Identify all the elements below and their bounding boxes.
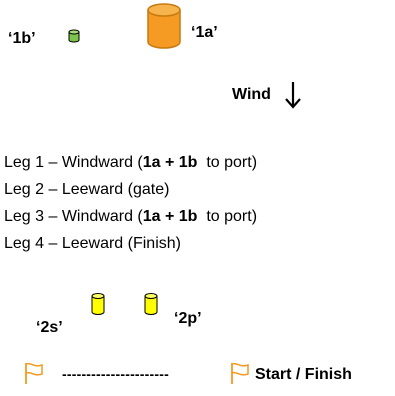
start-line-dashes: ----------------------: [62, 366, 169, 382]
leg-3-plus: +: [160, 208, 179, 225]
leg-4: Leg 4 – Leeward (Finish): [4, 235, 181, 252]
start-flag-right-icon: [229, 361, 251, 385]
wind-label: Wind: [232, 86, 271, 103]
leg-3-suffix: to port): [197, 208, 258, 225]
leg-1: Leg 1 – Windward (1a + 1b to port): [4, 153, 257, 173]
leg-3-mark-a: 1a: [142, 208, 161, 225]
mark-2s-label: ‘2s’: [36, 319, 63, 336]
leg-3: Leg 3 – Windward (1a + 1b to port): [4, 207, 257, 227]
wind-arrow-icon: [282, 80, 304, 110]
mark-1a-label: ‘1a’: [191, 24, 218, 41]
leg-1-prefix: Leg 1 – Windward (: [4, 154, 143, 171]
leg-2: Leg 2 – Leeward (gate): [4, 181, 170, 198]
buoy-2p-icon: [144, 292, 158, 316]
leg-1-mark-a: 1a: [142, 154, 161, 171]
mark-2p-label: ‘2p’: [174, 310, 202, 327]
leg-3-prefix: Leg 3 – Windward (: [4, 208, 143, 225]
buoy-1b-icon: [68, 29, 80, 43]
start-finish-label: Start / Finish: [255, 366, 352, 383]
leg-1-suffix: to port): [197, 154, 258, 171]
mark-1b-label: ‘1b’: [8, 30, 36, 47]
start-flag-left-icon: [23, 361, 45, 385]
leg-3-mark-b: 1b: [178, 208, 198, 225]
leg-1-plus: +: [160, 154, 179, 171]
leg-1-mark-b: 1b: [178, 154, 198, 171]
buoy-2s-icon: [91, 292, 105, 316]
buoy-1a-icon: [146, 2, 182, 50]
